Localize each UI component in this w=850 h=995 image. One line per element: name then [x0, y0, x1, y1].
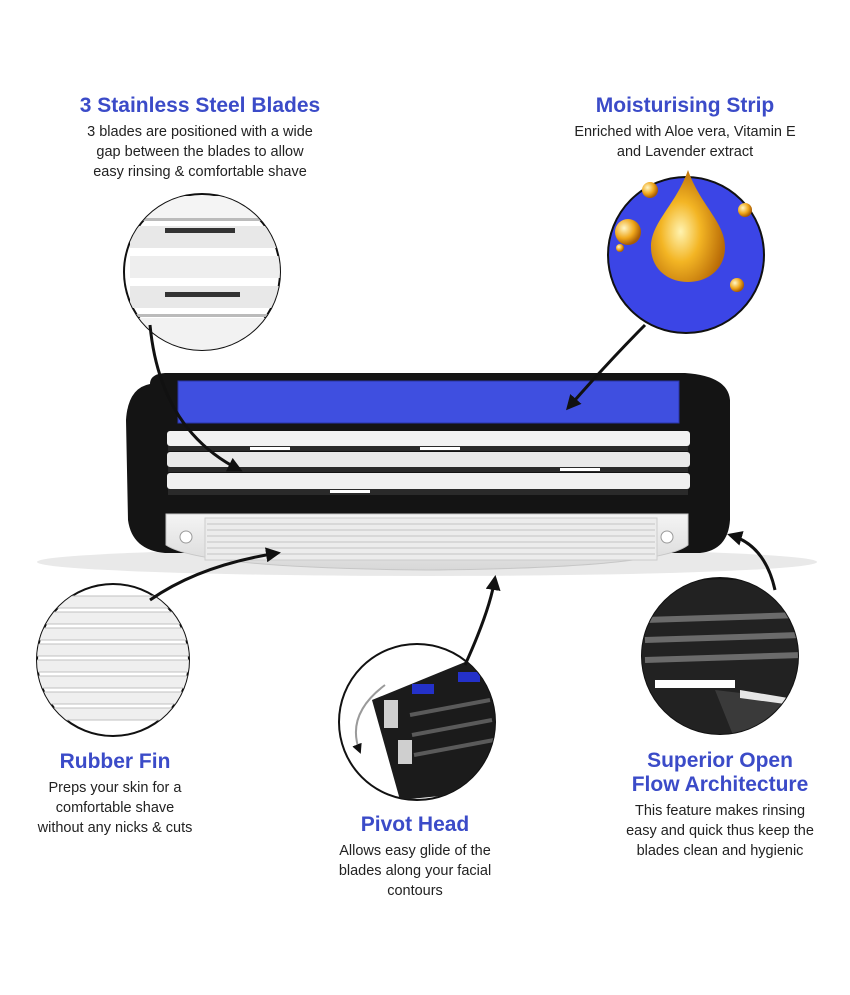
feature-description: Enriched with Aloe vera, Vitamin E and L…: [574, 124, 796, 160]
feature-title: 3 Stainless Steel Blades: [79, 94, 321, 117]
feature-description: This feature makes rinsing easy and quic…: [626, 803, 814, 859]
blades-zoom-circle: [123, 193, 281, 351]
moisture-zoom-circle: [607, 170, 765, 334]
feature-title: Moisturising Strip: [595, 94, 775, 117]
pivot-arrow: [463, 575, 501, 666]
blades-arrow: [148, 324, 243, 472]
feature-blades: 3 Stainless Steel Blades 3 blades are po…: [50, 94, 350, 182]
flow-arrow: [727, 531, 777, 591]
rotate-arrow-icon: [352, 684, 386, 754]
feature-description: Preps your skin for a comfortable shave …: [37, 780, 193, 836]
feature-title: Pivot Head: [360, 813, 470, 836]
pivot-zoom-circle: [338, 643, 496, 801]
feature-description: 3 blades are positioned with a wide gap …: [87, 124, 313, 180]
fin-zoom-circle: [36, 583, 190, 737]
feature-pivot: Pivot Head Allows easy glide of the blad…: [310, 813, 520, 901]
rubber-fin: [165, 513, 689, 571]
feature-title: Superior Open Flow Architecture: [631, 749, 809, 796]
blade-set: [167, 431, 690, 495]
feature-title: Rubber Fin: [59, 750, 171, 773]
connector-arrows: [148, 323, 777, 666]
oil-drop-icon: [651, 170, 725, 282]
feature-description: Allows easy glide of the blades along yo…: [338, 843, 492, 899]
moisturising-strip: [177, 380, 680, 424]
razor-cartridge: [37, 373, 817, 576]
feature-strip: Moisturising Strip Enriched with Aloe ve…: [540, 94, 830, 162]
feature-fin: Rubber Fin Preps your skin for a comfort…: [10, 750, 220, 838]
feature-flow: Superior Open Flow Architecture This fea…: [600, 749, 840, 861]
fin-arrow: [149, 547, 281, 602]
flow-zoom-circle: [641, 577, 799, 735]
strip-arrow: [566, 323, 647, 411]
